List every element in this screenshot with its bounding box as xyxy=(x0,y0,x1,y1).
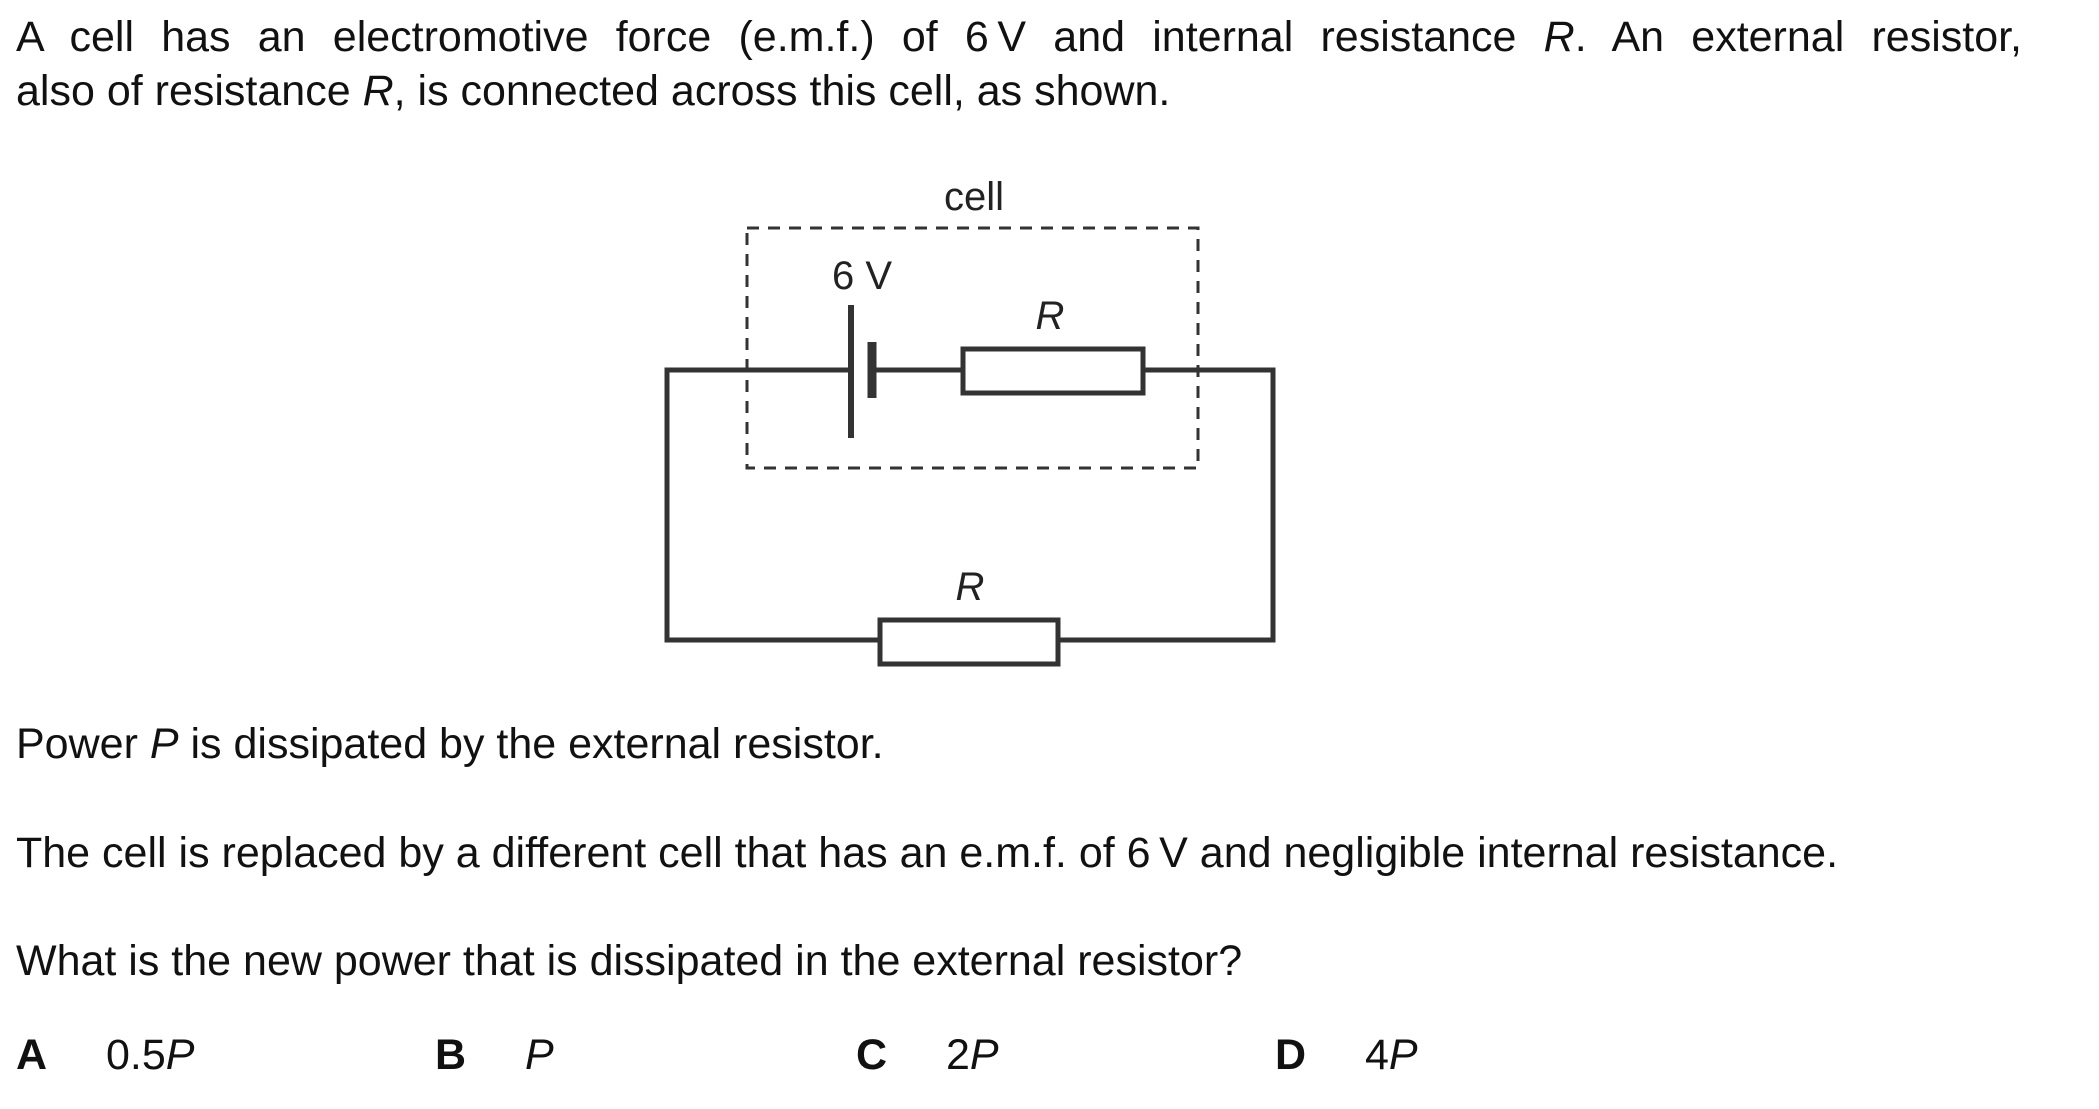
intro-text: also of resistance xyxy=(16,67,363,115)
option-answer: 2P xyxy=(946,1028,999,1082)
option-symbol: P xyxy=(1388,1031,1418,1079)
symbol-p: P xyxy=(149,720,179,768)
left-wire xyxy=(664,367,880,643)
statement-text: is dissipated by the external resistor. xyxy=(178,720,884,768)
internal-resistor-label: R xyxy=(1036,294,1065,338)
intro-text: , is connected across this cell, as show… xyxy=(393,67,1171,115)
option-answer: 4P xyxy=(1365,1028,1418,1082)
option-value: 2 xyxy=(946,1031,970,1079)
option-symbol: P xyxy=(525,1031,554,1079)
statement-text: Power xyxy=(16,720,150,768)
option-letter: B xyxy=(435,1031,467,1079)
cell-boundary xyxy=(745,226,1200,470)
option-letter: A xyxy=(16,1031,48,1079)
external-resistor xyxy=(877,617,1061,667)
replacement-statement: The cell is replaced by a different cell… xyxy=(16,829,1839,877)
right-wire xyxy=(1058,367,1276,643)
circuit-diagram: cell 6 V R R xyxy=(664,175,1276,667)
intro-text: . An external resistor, xyxy=(1574,13,2023,61)
cell-label: cell xyxy=(944,175,1004,219)
option-symbol: P xyxy=(969,1031,999,1079)
power-statement: Power P is dissipated by the external re… xyxy=(16,717,884,771)
option-letter: D xyxy=(1275,1031,1307,1079)
option-letter: C xyxy=(856,1031,888,1079)
option-value: 4 xyxy=(1365,1031,1389,1079)
option-value: 0.5 xyxy=(106,1031,166,1079)
internal-resistor xyxy=(960,346,1146,396)
intro-text: A cell has an electromotive force (e.m.f… xyxy=(16,13,1544,61)
option-symbol: P xyxy=(165,1031,195,1079)
circuit-wires xyxy=(664,367,1276,643)
emf-label: 6 V xyxy=(832,254,892,298)
option-answer: 0.5P xyxy=(106,1028,194,1082)
symbol-r: R xyxy=(362,67,394,115)
external-resistor-label: R xyxy=(956,565,985,609)
intro-line-2: also of resistance R, is connected acros… xyxy=(16,64,1170,118)
option-answer: P xyxy=(525,1028,554,1082)
question-prompt: What is the new power that is dissipated… xyxy=(16,937,1243,985)
symbol-r: R xyxy=(1543,13,1575,61)
intro-line-1: A cell has an electromotive force (e.m.f… xyxy=(16,10,2022,64)
